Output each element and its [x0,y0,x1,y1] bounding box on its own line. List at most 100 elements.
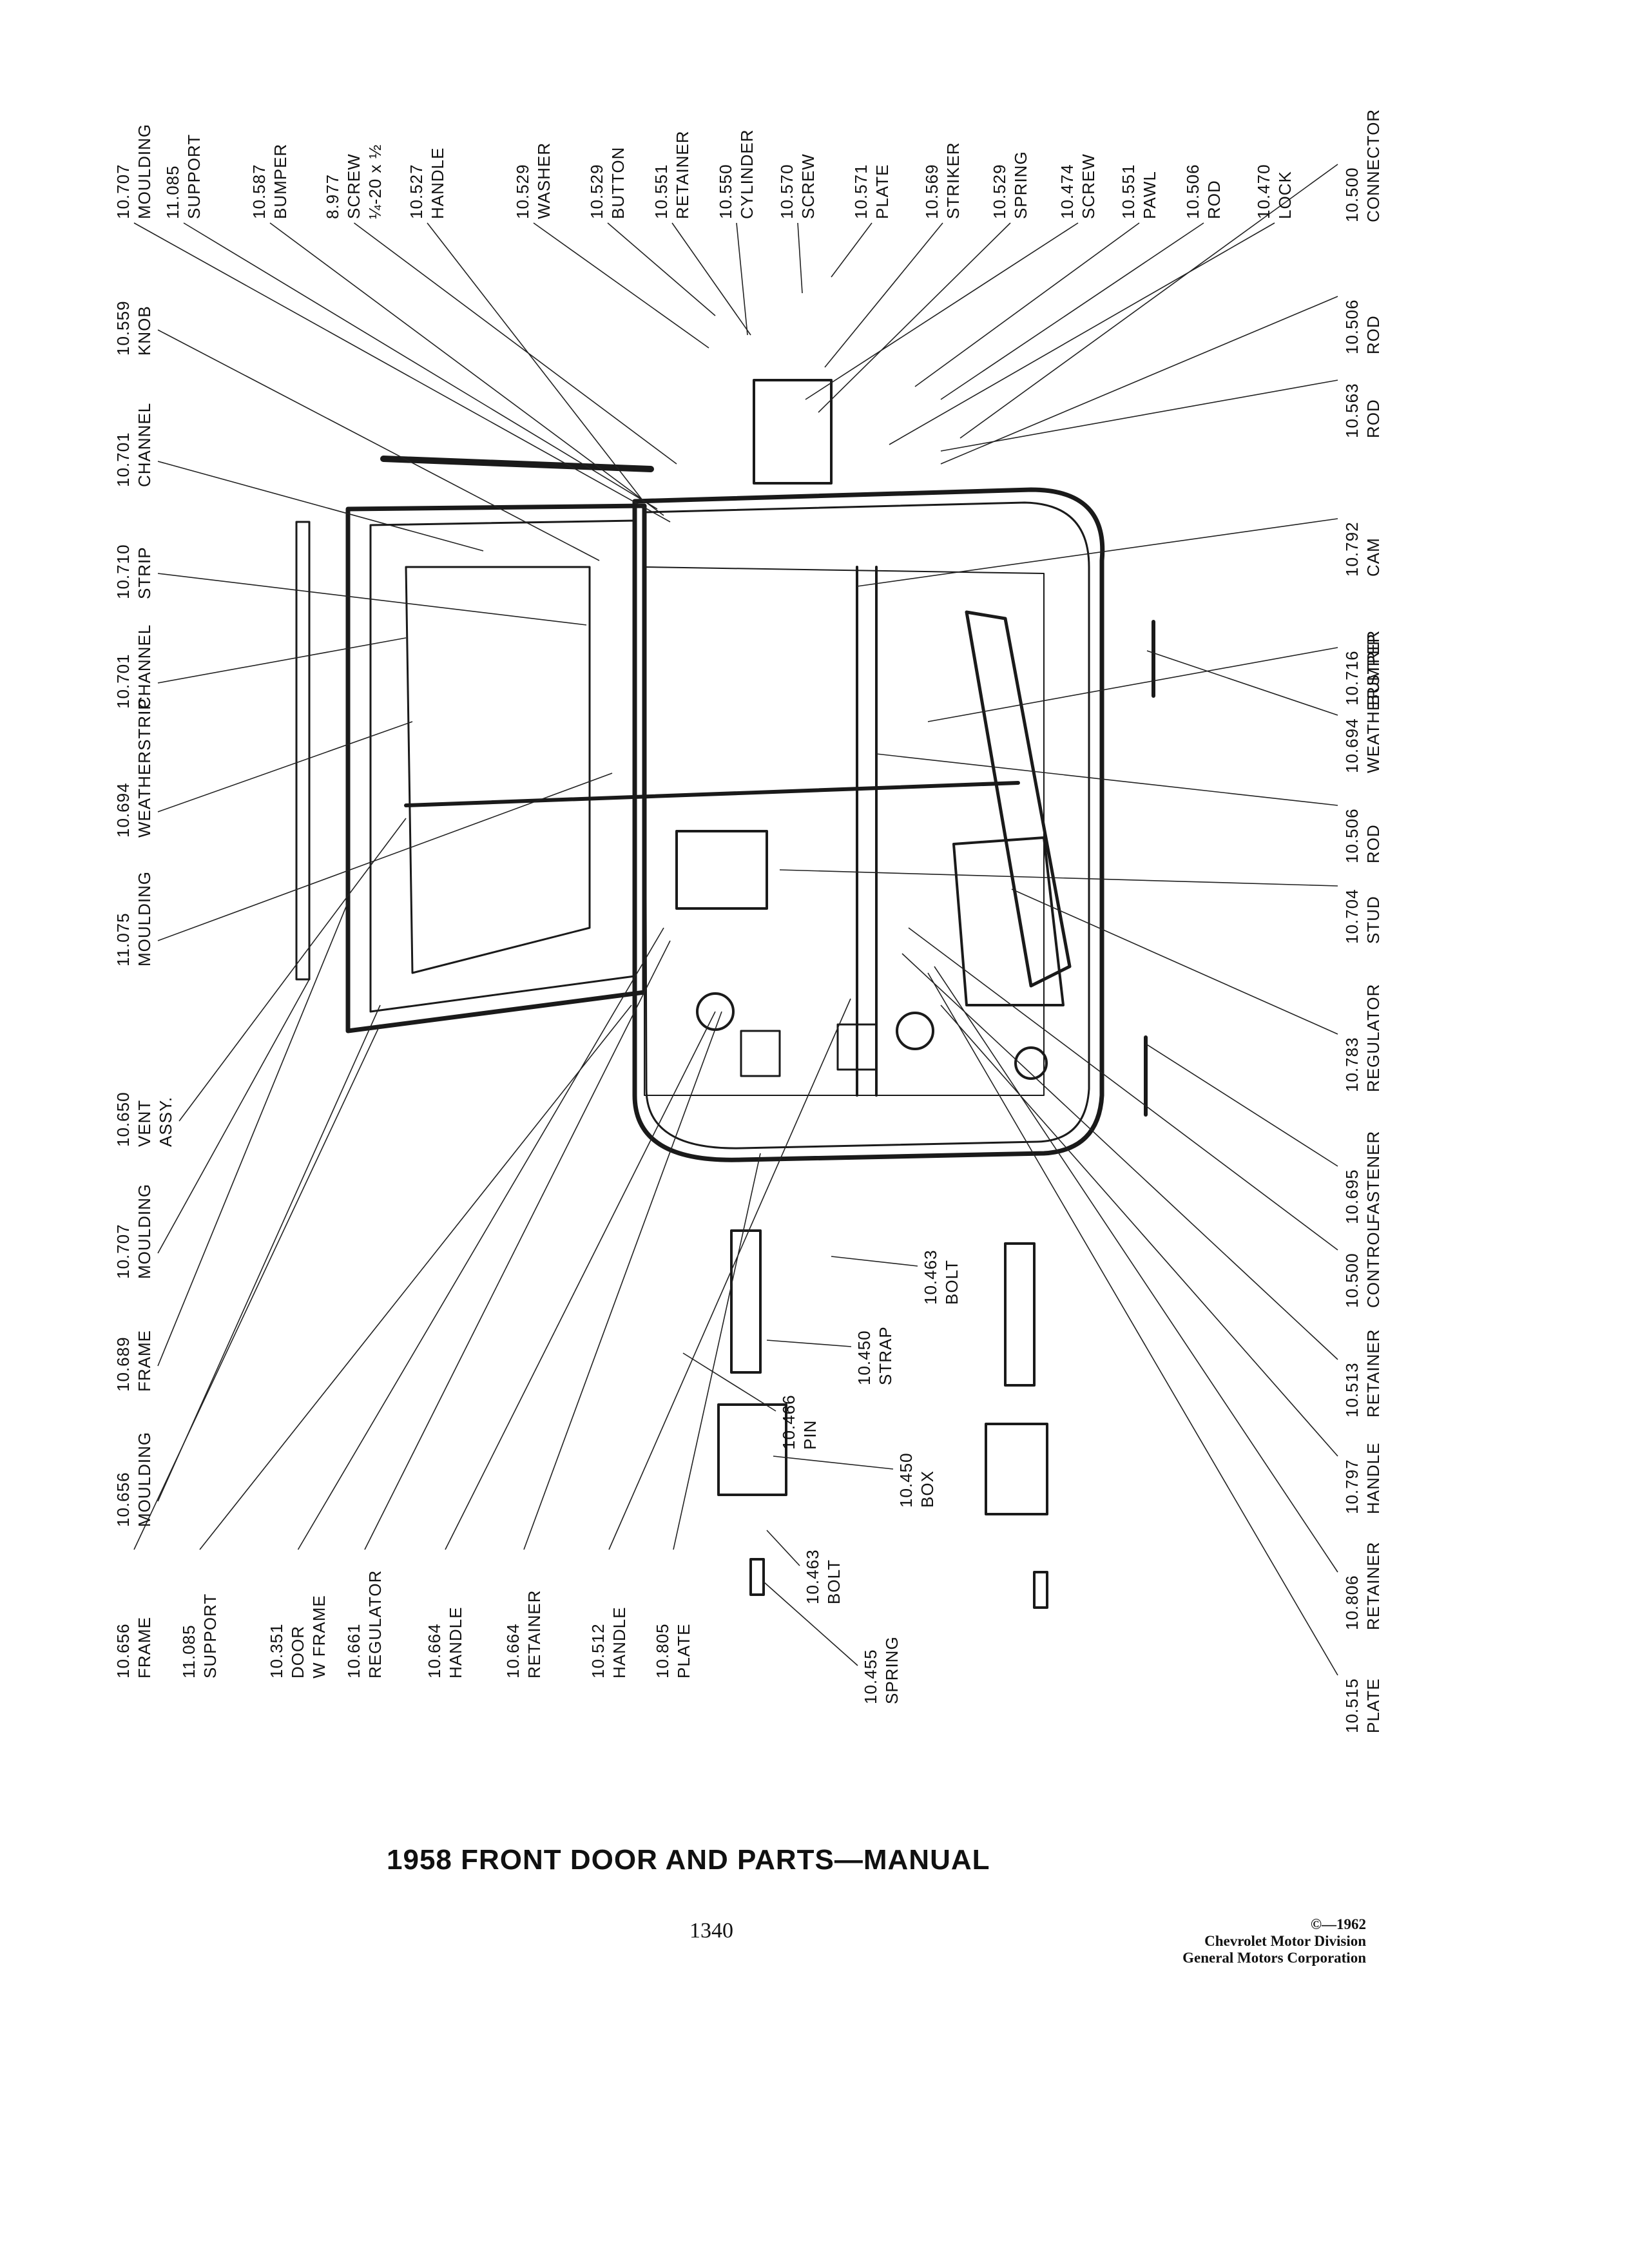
callout-number: 10.656 [113,1623,133,1678]
callout-name: STRAP [876,1326,895,1385]
leader-line [824,222,943,368]
leader-line [297,927,664,1550]
callout-number: 10.513 [1342,1362,1362,1418]
regulator-body [952,836,1065,1006]
callout-number: 10.550 [716,164,735,219]
lock-assembly [753,379,833,485]
callout-name: HANDLE [1364,1442,1383,1514]
leader-line [157,573,587,626]
callout-number: 10.701 [113,653,133,709]
leader-line [889,222,1275,445]
leader-line [934,966,1338,1573]
callout-number: 11.085 [163,165,182,219]
callout-name: HANDLE [610,1606,629,1678]
leader-line [927,972,1338,1676]
window-glass [405,566,591,974]
callout-name: ROD [1364,824,1383,863]
hinge-strap-right [1004,1242,1036,1387]
door-inner-shell [643,501,1090,1149]
window-frame-inner [369,519,636,1013]
callout-extra: ¼-20 x ½ [365,144,385,219]
callout-number: 10.563 [1342,383,1362,438]
callout-name: PLATE [872,164,892,219]
leader-line [608,998,851,1550]
callout-number: 10.551 [1119,164,1138,219]
callout-number: 10.806 [1342,1575,1362,1630]
callout-number: 10.797 [1342,1459,1362,1514]
copyright-line: ©—1962 [1310,1916,1366,1932]
leader-line [682,1352,776,1412]
hinge-spring-left [749,1558,765,1596]
callout-number: 10.569 [922,164,941,219]
callout-number: 10.506 [1342,299,1362,354]
copyright-notice: ©—1962 Chevrolet Motor Division General … [992,1916,1366,1966]
callout-number: 10.455 [861,1649,880,1704]
callout-number: 10.506 [1342,808,1362,863]
callout-number: 10.661 [344,1623,363,1678]
callout-number: 10.466 [779,1394,798,1450]
callout-number: 10.529 [513,164,532,219]
callout-name: RETAINER [1364,1329,1383,1418]
leader-line [199,1004,632,1550]
callout-number: 10.551 [651,164,671,219]
leader-line [671,222,751,336]
callout-number: 10.707 [113,1224,133,1279]
callout-number: 10.710 [113,544,133,599]
callout-name: MOULDING [135,870,154,966]
window-handle-hub [896,1012,934,1050]
callout-name: CONNECTOR [1364,108,1383,222]
leader-line [269,222,664,516]
callout-number: 10.529 [587,164,606,219]
callout-name: SUPPORT [184,133,204,219]
callout-name: STRIKER [943,142,963,219]
callout-number: 10.463 [921,1249,940,1305]
guide-rod [404,781,1020,807]
access-hole [740,1030,781,1077]
leader-lines [133,164,1338,1676]
callout-number: 10.527 [407,164,426,219]
callout-number: 10.704 [1342,889,1362,944]
callout-name: LOCK [1275,171,1295,219]
callout-number: 10.571 [851,164,871,219]
copyright-line: General Motors Corporation [1182,1950,1366,1966]
callout-name: HANDLE [428,147,447,219]
leader-line [354,222,677,465]
callout-name: CHANNEL [135,624,154,709]
leader-line [940,380,1338,452]
inner-panel-opening [644,566,1045,1096]
leader-line [157,461,484,552]
leader-line [779,869,1338,887]
callout-name: CONTROL [1364,1221,1383,1308]
page-number: 1340 [689,1919,733,1943]
door-outer-shell [632,487,1105,1162]
division-channel [856,566,878,1097]
callout-name: STUD [1364,896,1383,944]
callout-name: MOULDING [135,1431,154,1527]
leader-line [831,222,872,278]
callout-name: HANDLE [446,1606,465,1678]
callout-name: SCREW [1079,153,1098,219]
